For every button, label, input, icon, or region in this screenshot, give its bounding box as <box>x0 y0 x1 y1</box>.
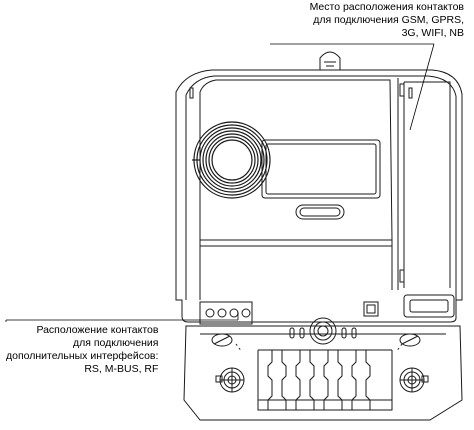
annotation-line: для подключения GSM, GPRS, <box>313 14 464 26</box>
terminal-cover <box>183 317 463 421</box>
seal-knob <box>319 51 341 70</box>
control-button <box>295 204 345 220</box>
coil-ring <box>192 121 271 199</box>
annotation-line: Место расположения контактов <box>309 1 464 13</box>
meter-housing <box>175 69 463 323</box>
annotation-line: для подключения <box>73 337 159 349</box>
annotation-leaders <box>5 43 435 322</box>
fixing-screw-left <box>211 333 245 393</box>
interface-terminals <box>199 301 379 325</box>
interface-contacts-annotation: Расположение контактов для подключения д… <box>6 324 158 376</box>
annotation-line: 3G, WIFI, NB <box>401 27 464 39</box>
annotation-line: дополнительных интерфейсов: <box>6 350 159 362</box>
gsm-contacts-annotation: Место расположения контактов для подключ… <box>310 1 464 40</box>
module-compartment <box>397 78 451 290</box>
main-terminal-channels <box>215 349 429 411</box>
right-latch <box>403 294 455 318</box>
fixing-screw-right <box>399 333 425 393</box>
annotation-line: Расположение контактов <box>36 324 159 336</box>
front-cover <box>199 79 393 300</box>
cover-dash-marks <box>235 343 403 353</box>
display-window <box>261 139 381 199</box>
annotation-line: RS, M-BUS, RF <box>84 363 159 375</box>
